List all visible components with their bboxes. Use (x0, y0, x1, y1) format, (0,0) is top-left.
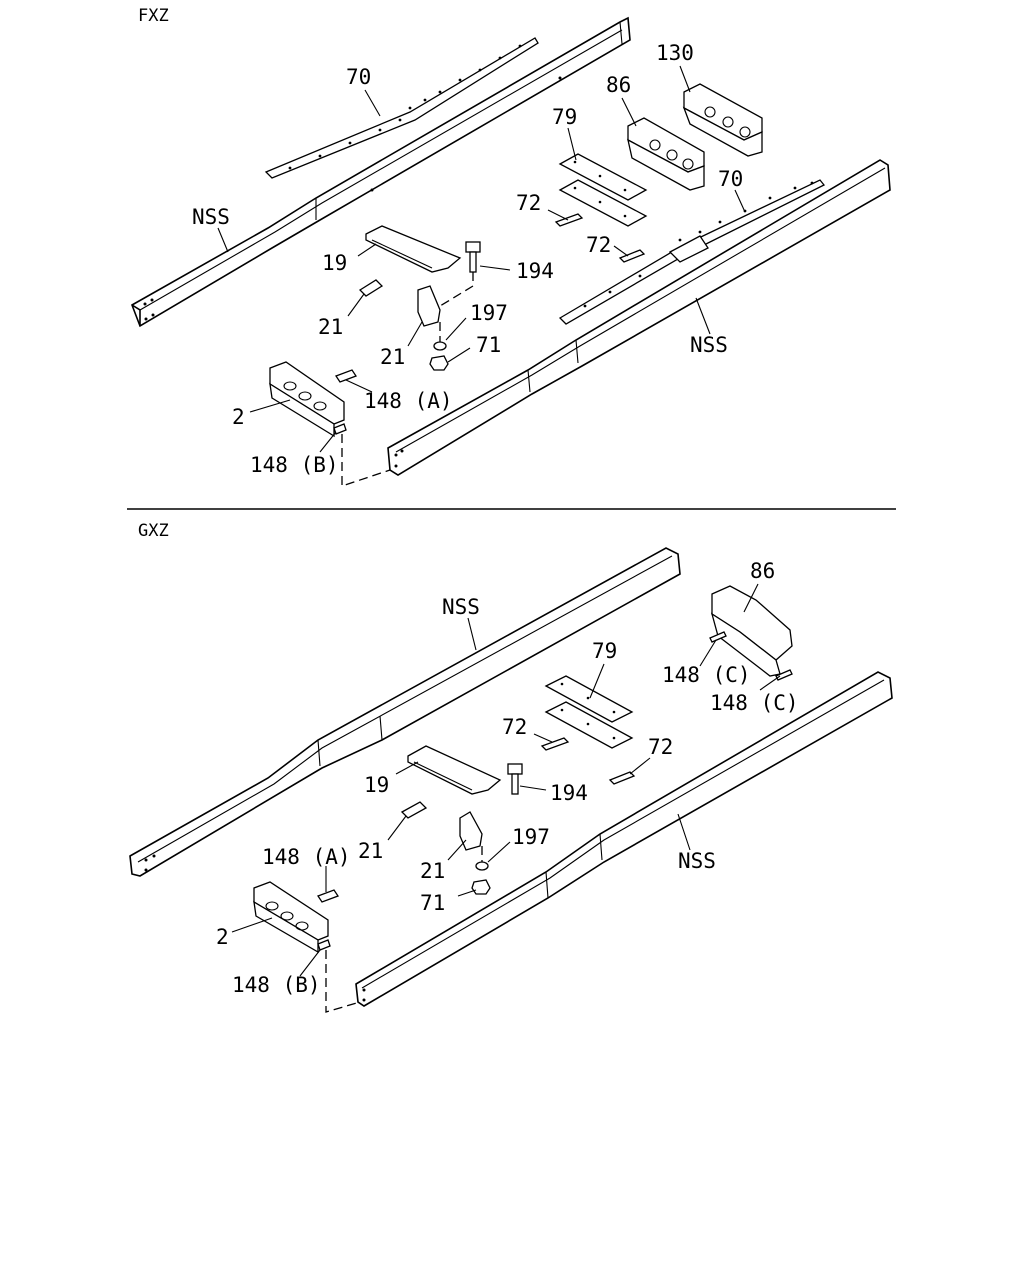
bracket-21-left-gxz (400, 801, 428, 819)
plate-148c-lower (775, 669, 793, 681)
label-194: 194 (516, 259, 554, 283)
crossmember-2 (269, 361, 345, 438)
right-frame-rail (387, 159, 891, 476)
label-148a-gxz: 148 (A) (262, 845, 351, 869)
crossmember-130 (682, 83, 763, 157)
label-70-lower: 70 (718, 167, 743, 191)
label-nss-lower-gxz: NSS (678, 849, 716, 873)
bolt-194-gxz (507, 763, 523, 795)
label-70-upper: 70 (346, 65, 371, 89)
section-title-fxz: FXZ (138, 6, 169, 26)
label-148c-upper: 148 (C) (662, 663, 751, 687)
plate-148c-upper (709, 631, 727, 643)
reinforcement-70-lower (558, 179, 826, 325)
label-86: 86 (606, 73, 631, 97)
plate-148b-gxz (317, 939, 331, 951)
labels-fxz: 70 130 86 79 NSS 72 70 19 194 72 21 197 … (192, 41, 743, 477)
label-86-gxz: 86 (750, 559, 775, 583)
label-21-left-gxz: 21 (358, 839, 383, 863)
plates-79-gxz (544, 675, 634, 749)
label-2: 2 (232, 405, 245, 429)
plates-79 (558, 153, 648, 227)
label-197-gxz: 197 (512, 825, 550, 849)
bracket-21-right-gxz (459, 811, 483, 851)
washer-197-gxz (475, 861, 489, 871)
label-nss-upper: NSS (192, 205, 230, 229)
label-19-gxz: 19 (364, 773, 389, 797)
label-19: 19 (322, 251, 347, 275)
label-148c-lower: 148 (C) (710, 691, 799, 715)
bracket-21-right (417, 285, 441, 327)
crossmember-2-gxz (253, 881, 329, 954)
crossmember-86 (627, 117, 705, 191)
label-148b: 148 (B) (250, 453, 339, 477)
label-194-gxz: 194 (550, 781, 588, 805)
upper-frame-rail (129, 547, 681, 877)
labels-gxz: 86 NSS 79 148 (C) 148 (C) 72 72 19 194 2… (216, 559, 799, 997)
plate-148a-gxz (317, 889, 339, 903)
shim-72-left-gxz (540, 737, 570, 751)
reinforcement-70-upper (264, 37, 539, 179)
section-fxz: FXZ (131, 6, 891, 487)
label-71-gxz: 71 (420, 891, 445, 915)
shim-72-right (618, 249, 646, 263)
label-72-left-gxz: 72 (502, 715, 527, 739)
label-148b-gxz: 148 (B) (232, 973, 321, 997)
lower-frame-rail (355, 671, 893, 1007)
label-79: 79 (552, 105, 577, 129)
shim-72-left (554, 213, 584, 227)
label-72-right: 72 (586, 233, 611, 257)
label-21-left: 21 (318, 315, 343, 339)
leader-lines-gxz (231, 583, 781, 977)
label-72-right-gxz: 72 (648, 735, 673, 759)
label-130: 130 (656, 41, 694, 65)
crossmember-19-gxz (407, 745, 502, 795)
label-72-left: 72 (516, 191, 541, 215)
label-nss-upper-gxz: NSS (442, 595, 480, 619)
label-197: 197 (470, 301, 508, 325)
nut-71-gxz (471, 879, 491, 895)
crossmember-19 (365, 225, 462, 273)
nut-71 (429, 355, 449, 371)
label-21-right-gxz: 21 (420, 859, 445, 883)
label-71: 71 (476, 333, 501, 357)
shim-72-right-gxz (608, 771, 636, 785)
label-79-gxz: 79 (592, 639, 617, 663)
leader-lines-fxz (217, 65, 746, 453)
label-21-right: 21 (380, 345, 405, 369)
section-title-gxz: GXZ (138, 521, 169, 541)
plate-148a (335, 369, 357, 383)
bolt-194 (439, 241, 481, 307)
washer-197 (433, 341, 447, 351)
bracket-21-left (358, 279, 384, 297)
label-nss-lower: NSS (690, 333, 728, 357)
label-148a: 148 (A) (364, 389, 453, 413)
label-2-gxz: 2 (216, 925, 229, 949)
left-frame-rail (131, 16, 631, 328)
section-gxz: GXZ (129, 521, 893, 1013)
